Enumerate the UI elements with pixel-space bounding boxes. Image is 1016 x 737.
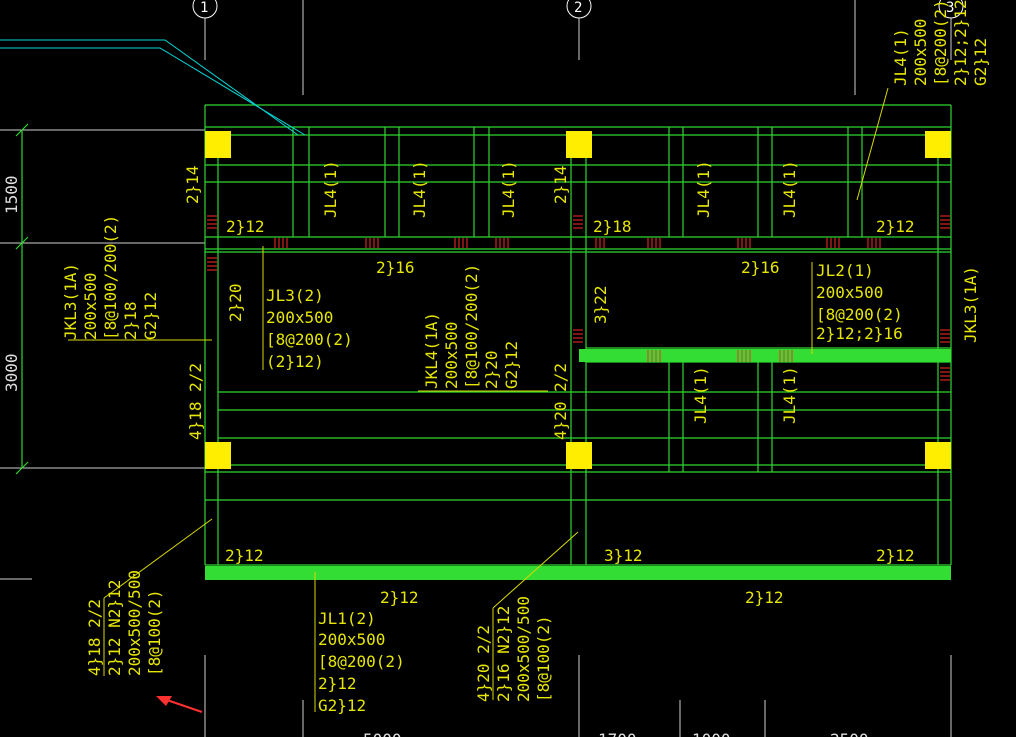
svg-text:[8@200(2): [8@200(2) (931, 0, 950, 86)
label-2-12-a: 2}12 (226, 217, 265, 236)
label-jl4-g: JL4(1) (780, 366, 799, 424)
svg-text:200x500: 200x500 (266, 308, 333, 327)
label-column-mid-block: 4}20 2/2 2}16 N2}12 200x500/500 [8@100(2… (474, 596, 553, 702)
svg-text:2}16 N2}12: 2}16 N2}12 (494, 606, 513, 702)
dim-1700: 1700 (598, 730, 637, 737)
svg-text:(2}12): (2}12) (266, 352, 324, 371)
svg-text:[8@200(2): [8@200(2) (816, 305, 903, 324)
svg-text:4}20 2/2: 4}20 2/2 (474, 625, 493, 702)
label-2-16-a: 2}16 (376, 258, 415, 277)
svg-text:2: 2 (574, 0, 582, 16)
dim-1500: 1500 (2, 175, 21, 214)
label-2-18: 2}18 (593, 217, 632, 236)
label-2-20: 2}20 (226, 283, 245, 322)
svg-text:JL3(2): JL3(2) (266, 286, 324, 305)
label-2-14-mid: 2}14 (551, 165, 570, 204)
dimension-left: 1500 3000 (2, 123, 29, 475)
svg-text:[8@100(2): [8@100(2) (145, 589, 164, 676)
column-b3 (925, 442, 951, 469)
svg-text:2}18: 2}18 (121, 301, 140, 340)
svg-text:2}20: 2}20 (482, 350, 501, 389)
svg-text:200x500: 200x500 (81, 273, 100, 340)
label-2-12-f: 2}12 (745, 588, 784, 607)
label-jl4-a: JL4(1) (321, 160, 340, 218)
rebar-ticks (207, 215, 950, 381)
dim-3000: 3000 (2, 353, 21, 392)
leader-lines (0, 39, 889, 712)
column-a1 (205, 131, 231, 158)
svg-text:[8@100/200(2): [8@100/200(2) (462, 264, 481, 389)
svg-text:2}12;2}16: 2}12;2}16 (816, 324, 903, 343)
axis-bubble-2: 2 (566, 0, 592, 19)
beam-highlight-jl1 (205, 566, 951, 580)
dim-5000: 5000 (363, 730, 402, 737)
column-a3 (925, 131, 951, 158)
beam-lines (204, 104, 952, 566)
label-2-12-e: 2}12 (380, 588, 419, 607)
column-a2 (566, 131, 592, 158)
svg-text:[8@100(2): [8@100(2) (534, 615, 553, 702)
label-2-14-left: 2}14 (183, 165, 202, 204)
svg-text:2}12 N2}12: 2}12 N2}12 (105, 580, 124, 676)
svg-text:G2}12: G2}12 (141, 292, 160, 340)
svg-text:4}18 2/2: 4}18 2/2 (85, 599, 104, 676)
svg-text:200x500: 200x500 (442, 322, 461, 389)
label-jl3-block: JL3(2) 200x500 [8@200(2) (2}12) (266, 286, 353, 371)
axis-bubble-1: 1 (192, 0, 218, 19)
svg-text:[8@200(2): [8@200(2) (266, 330, 353, 349)
svg-text:G2}12: G2}12 (971, 38, 990, 86)
svg-text:JL4(1): JL4(1) (891, 28, 910, 86)
axis-bubble-3: 3 (938, 0, 964, 19)
label-4-20-vertical: 4}20 2/2 (551, 363, 570, 440)
label-jl4-d: JL4(1) (694, 160, 713, 218)
svg-text:JL1(2): JL1(2) (318, 609, 376, 628)
svg-text:2}12: 2}12 (318, 674, 357, 693)
label-jl4-b: JL4(1) (410, 160, 429, 218)
svg-text:200x500: 200x500 (911, 19, 930, 86)
label-2-12-d: 2}12 (876, 546, 915, 565)
svg-text:2}12;2}12: 2}12;2}12 (951, 0, 970, 86)
svg-text:200x500: 200x500 (816, 283, 883, 302)
label-2-12-b: 2}12 (876, 217, 915, 236)
svg-text:JKL3(1A): JKL3(1A) (61, 263, 80, 340)
label-jl2-block: JL2(1) 200x500 [8@200(2) 2}12;2}16 (816, 261, 903, 343)
label-jkl3-left-block: JKL3(1A) 200x500 [8@100/200(2) 2}18 G2}1… (61, 215, 160, 340)
svg-text:200x500/500: 200x500/500 (125, 570, 144, 676)
svg-text:JL2(1): JL2(1) (816, 261, 874, 280)
svg-text:JKL4(1A): JKL4(1A) (422, 312, 441, 389)
svg-text:1: 1 (200, 0, 208, 16)
label-jl4-block: JL4(1) 200x500 [8@200(2) 2}12;2}12 G2}12 (891, 0, 990, 86)
label-jl4-c: JL4(1) (499, 160, 518, 218)
axis-lines (0, 0, 952, 737)
red-arrow-icon (156, 696, 203, 713)
label-jkl3-right: JKL3(1A) (961, 266, 980, 343)
column-b1 (205, 442, 231, 469)
label-column-left-block: 4}18 2/2 2}12 N2}12 200x500/500 [8@100(2… (85, 570, 164, 676)
label-2-12-c: 2}12 (225, 546, 264, 565)
columns (205, 131, 951, 469)
svg-text:[8@200(2): [8@200(2) (318, 652, 405, 671)
column-b2 (566, 442, 592, 469)
dim-2500: 2500 (830, 730, 869, 737)
beam-highlight-jl2 (579, 349, 951, 362)
label-jl1-block: JL1(2) 200x500 [8@200(2) 2}12 G2}12 (318, 609, 405, 715)
svg-text:200x500: 200x500 (318, 630, 385, 649)
label-jkl4-block: JKL4(1A) 200x500 [8@100/200(2) 2}20 G2}1… (422, 264, 521, 389)
label-jl4-f: JL4(1) (691, 366, 710, 424)
svg-text:G2}12: G2}12 (502, 341, 521, 389)
label-4-18-vertical: 4}18 2/2 (186, 363, 205, 440)
svg-text:200x500/500: 200x500/500 (514, 596, 533, 702)
label-jl4-e: JL4(1) (780, 160, 799, 218)
label-2-16-b: 2}16 (741, 258, 780, 277)
dim-1000: 1000 (692, 730, 731, 737)
label-3-12: 3}12 (604, 546, 643, 565)
svg-text:[8@100/200(2): [8@100/200(2) (101, 215, 120, 340)
svg-text:G2}12: G2}12 (318, 696, 366, 715)
svg-text:3: 3 (946, 0, 954, 16)
label-3-22: 3}22 (591, 285, 610, 324)
